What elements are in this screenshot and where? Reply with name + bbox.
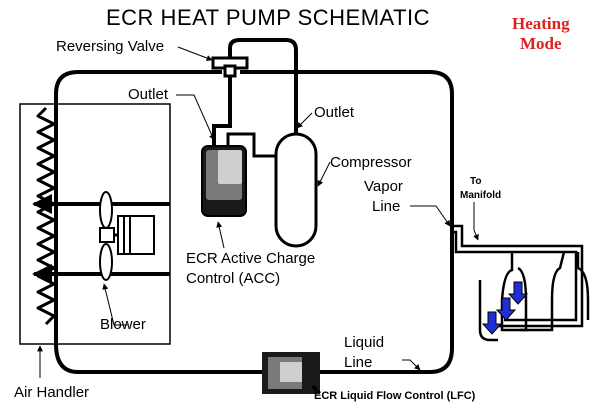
label-reversing-valve: Reversing Valve	[56, 38, 165, 55]
indoor-coil	[36, 106, 56, 326]
label-vapor-line-2: Line	[372, 198, 401, 215]
blower	[99, 191, 155, 281]
page-title: ECR HEAT PUMP SCHEMATIC	[106, 5, 431, 30]
reversing-valve-stem	[223, 64, 237, 78]
valve-loop-tube	[228, 38, 298, 136]
mode-label-line2: Mode	[520, 34, 562, 53]
ground-manifold	[478, 251, 590, 342]
label-to-manifold-2: Manifold	[460, 190, 502, 201]
label-acc-2: Control (ACC)	[186, 270, 281, 287]
vapor-line	[454, 224, 584, 328]
lfc-device	[262, 352, 320, 394]
mode-label-line1: Heating	[512, 14, 570, 33]
leader-blower	[102, 283, 128, 326]
label-lfc: ECR Liquid Flow Control (LFC)	[314, 390, 476, 402]
leader-lfc	[311, 385, 321, 393]
leader-liquid-line	[402, 359, 421, 371]
flow-arrows	[481, 281, 529, 335]
refrigerant-loop	[54, 70, 454, 374]
label-liquid-line-1: Liquid	[344, 334, 385, 351]
leader-reversing-valve	[177, 46, 213, 61]
compressor	[274, 132, 318, 248]
leader-acc	[216, 221, 225, 249]
vapor-line-inner	[454, 230, 578, 322]
label-to-manifold-1: To	[470, 176, 482, 187]
label-outlet-acc: Outlet	[128, 86, 169, 103]
air-handler	[19, 103, 171, 345]
label-compressor: Compressor	[330, 154, 412, 171]
leader-vapor-line	[410, 205, 451, 227]
label-outlet-compressor: Outlet	[314, 104, 355, 121]
label-liquid-line-2: Line	[344, 354, 373, 371]
label-acc-1: ECR Active Charge	[186, 250, 316, 267]
acc-cylinder	[201, 145, 247, 217]
label-vapor-line-1: Vapor	[364, 178, 403, 195]
leader-compressor	[317, 161, 331, 187]
label-blower: Blower	[100, 316, 146, 333]
leader-outlet-compressor	[296, 112, 313, 129]
leader-manifold	[473, 202, 479, 241]
leader-outlet-acc	[176, 94, 215, 141]
label-air-handler: Air Handler	[14, 384, 90, 401]
